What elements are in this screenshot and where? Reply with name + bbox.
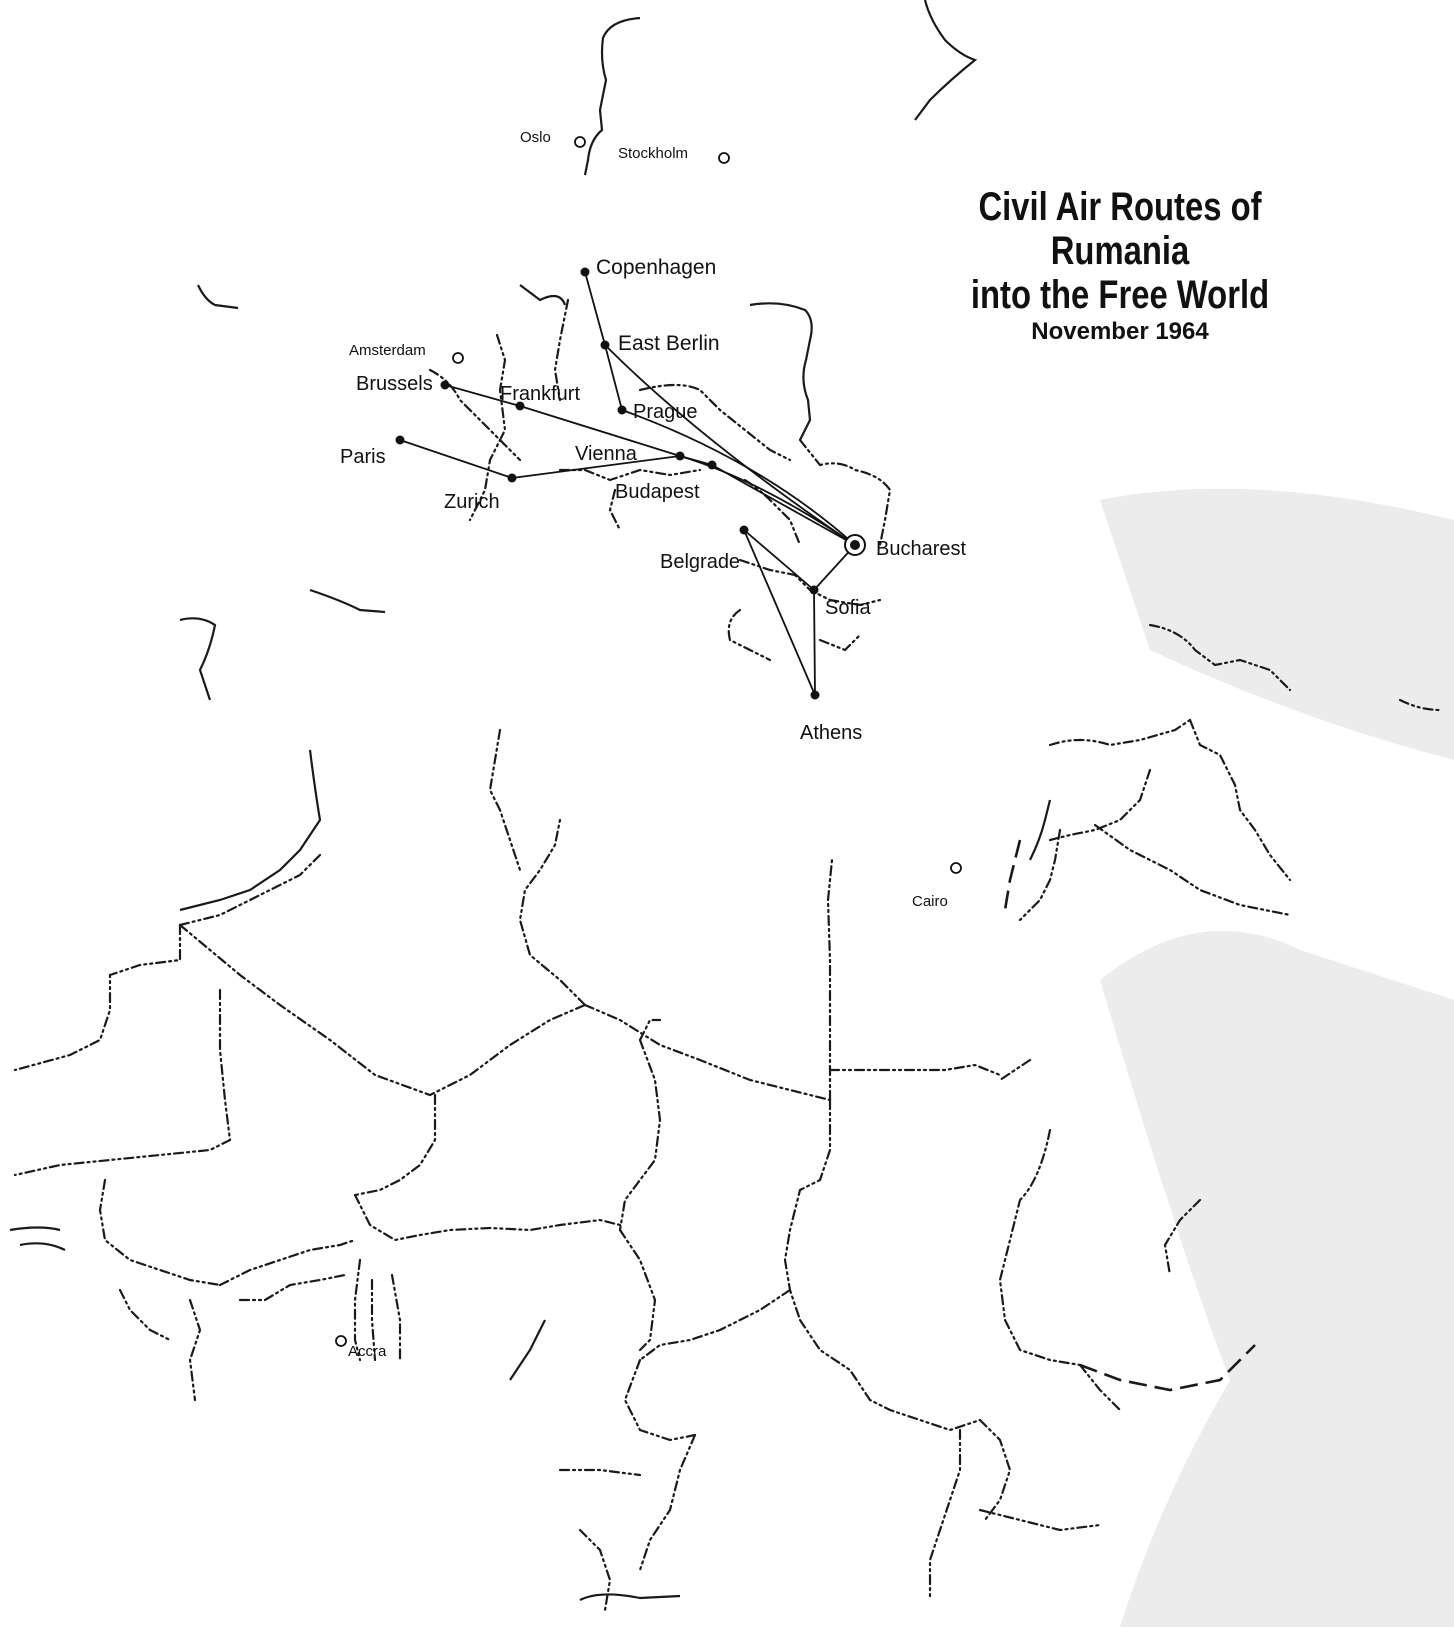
route-belgrade-athens bbox=[743, 529, 816, 696]
marker-bucharest bbox=[850, 540, 860, 550]
europe-borders bbox=[179, 284, 892, 912]
marker-stockholm bbox=[718, 152, 730, 164]
route-athens-sofia bbox=[813, 589, 816, 696]
marker-zurich bbox=[507, 473, 517, 483]
label-stockholm: Stockholm bbox=[618, 145, 688, 162]
marker-accra bbox=[335, 1335, 347, 1347]
marker-belgrade bbox=[739, 525, 749, 535]
label-budapest: Budapest bbox=[615, 481, 700, 503]
middle-east-borders bbox=[998, 623, 1442, 1082]
label-zurich: Zurich bbox=[444, 491, 500, 513]
marker-cairo bbox=[950, 862, 962, 874]
label-belgrade: Belgrade bbox=[660, 551, 740, 573]
marker-east-berlin bbox=[600, 340, 610, 350]
marker-copenhagen bbox=[580, 267, 590, 277]
africa-borders bbox=[9, 818, 1256, 1612]
route-zurich-vienna bbox=[511, 455, 681, 479]
marker-paris bbox=[395, 435, 405, 445]
marker-oslo bbox=[574, 136, 586, 148]
map-title-line-1: Civil Air Routes of Rumania bbox=[978, 185, 1262, 273]
route-vienna-bucharest bbox=[679, 455, 856, 546]
marker-prague bbox=[617, 405, 627, 415]
route-vienna-budapest bbox=[679, 455, 856, 546]
marker-vienna bbox=[675, 451, 685, 461]
label-oslo: Oslo bbox=[520, 129, 551, 146]
label-paris: Paris bbox=[340, 446, 386, 468]
label-vienna: Vienna bbox=[575, 443, 638, 465]
label-accra: Accra bbox=[348, 1343, 387, 1360]
label-copenhagen: Copenhagen bbox=[596, 256, 716, 279]
marker-amsterdam bbox=[452, 352, 464, 364]
label-frankfurt: Frankfurt bbox=[500, 383, 580, 405]
label-cairo: Cairo bbox=[912, 893, 948, 910]
map-title-block: Civil Air Routes of Rumania into the Fre… bbox=[880, 185, 1360, 347]
marker-frankfurt bbox=[515, 401, 525, 411]
map-title-line-2: into the Free World bbox=[970, 273, 1270, 317]
city-labels: Oslo Stockholm Copenhagen Amsterdam East… bbox=[340, 129, 966, 1360]
label-sofia: Sofia bbox=[825, 597, 871, 619]
label-bucharest: Bucharest bbox=[876, 538, 966, 560]
sea-texture bbox=[1100, 488, 1454, 1627]
route-east-berlin-bucharest bbox=[604, 344, 856, 546]
scandinavia-borders bbox=[583, 0, 978, 176]
marker-sofia bbox=[809, 585, 819, 595]
label-brussels: Brussels bbox=[356, 373, 433, 395]
city-markers bbox=[335, 136, 962, 1347]
route-paris-zurich bbox=[399, 439, 513, 479]
label-prague: Prague bbox=[633, 401, 698, 423]
label-amsterdam: Amsterdam bbox=[349, 342, 426, 359]
label-east-berlin: East Berlin bbox=[618, 332, 720, 355]
label-athens: Athens bbox=[800, 722, 862, 744]
route-sofia-belgrade bbox=[743, 529, 815, 591]
marker-brussels bbox=[440, 380, 450, 390]
marker-athens bbox=[810, 690, 820, 700]
map-subtitle: November 1964 bbox=[1031, 318, 1209, 345]
marker-budapest bbox=[707, 460, 717, 470]
